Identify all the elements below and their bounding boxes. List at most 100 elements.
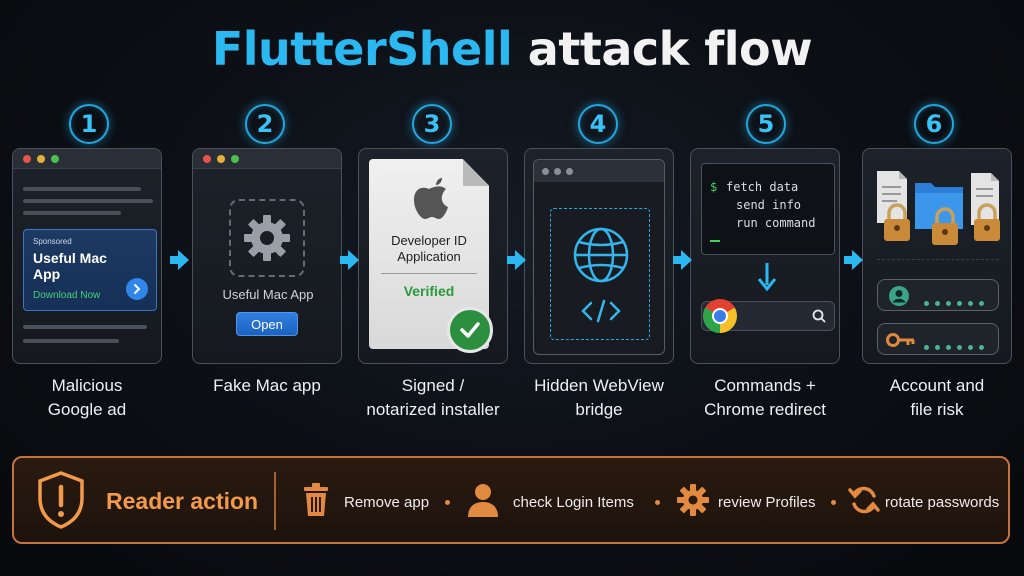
user-avatar-icon [889,286,909,306]
browser-titlebar [13,149,161,169]
caption-line: Google ad [47,400,127,419]
panel-divider [274,472,276,530]
gear-icon [244,215,290,261]
step-number-3: 3 [412,104,452,144]
step-card-risk [862,148,1012,364]
text-placeholder-line [23,187,141,191]
maximize-dot-icon [231,155,239,163]
webview-titlebar [534,160,664,182]
terminal-cursor [710,240,720,242]
hidden-bridge-frame [550,208,650,340]
flow-arrow-icon [507,250,526,270]
caption-line: Signed / [401,376,465,395]
caption-line: Hidden WebView [534,376,664,395]
developer-id-line1: Developer ID [391,233,467,248]
ad-sponsored-label: Sponsored [33,237,72,246]
reader-action-panel: Reader action Remove app check Login Ite… [12,456,1010,544]
title-rest: attack flow [527,22,813,76]
step-caption-5: Commands + Chrome redirect [680,374,850,422]
close-dot-icon [23,155,31,163]
key-icon [886,333,915,347]
code-icon [581,299,621,323]
title-accent: FlutterShell [211,22,513,76]
step-caption-4: Hidden WebView bridge [514,374,684,422]
caption-line: Commands + [714,376,816,395]
masked-password-dots [924,337,990,355]
step-card-fake-app: Useful Mac App Open [192,148,342,364]
caption-line: bridge [575,400,623,419]
caption-line: notarized installer [366,400,500,419]
divider [381,273,477,274]
arrow-down-icon [757,263,777,292]
caption-line: file risk [910,400,964,419]
chrome-logo-icon [703,299,737,333]
bullet-separator [655,500,660,505]
ad-download-link[interactable]: Download Now [33,290,101,301]
caption-line: Fake Mac app [213,376,321,395]
fake-app-label: Useful Mac App [222,287,314,302]
action-remove-app: Remove app [344,494,430,511]
page-title: FlutterShell attack flow [0,22,1024,76]
terminal-line-3: run command [736,216,816,230]
caption-line: Account and [889,376,985,395]
step-card-commands: $ fetch data send info run command [690,148,840,364]
trash-icon [304,483,328,516]
text-placeholder-line [23,339,119,343]
window-titlebar [193,149,341,169]
user-icon [468,484,498,517]
step-card-webview [524,148,674,364]
masked-password-dots [924,293,990,311]
maximize-dot-icon [51,155,59,163]
close-dot-icon [203,155,211,163]
rotate-arrows-icon [848,486,880,514]
terminal-window: $ fetch data send info run command [701,163,835,255]
flow-arrow-icon [170,250,189,270]
step-card-ad: Sponsored Useful Mac App Download Now [12,148,162,364]
step-number-4: 4 [578,104,618,144]
window-dot-icon [566,168,573,175]
minimize-dot-icon [217,155,225,163]
action-check-login-items: check Login Items [513,494,634,511]
text-placeholder-line [23,211,121,215]
open-button[interactable]: Open [236,312,298,336]
action-rotate-passwords: rotate passwords [885,494,1000,511]
ad-title: Useful Mac App [33,250,107,282]
text-placeholder-line [23,199,153,203]
window-dot-icon [542,168,549,175]
key-credential-row [877,323,999,355]
reader-action-label: Reader action [106,488,259,514]
globe-icon [573,227,629,283]
step-caption-1: Malicious Google ad [2,374,172,422]
checkmark-badge-icon [447,307,493,353]
step-caption-2: Fake Mac app [182,374,352,398]
window-dot-icon [554,168,561,175]
step-number-1: 1 [69,104,109,144]
minimize-dot-icon [37,155,45,163]
webview-window [533,159,665,355]
bullet-separator [445,500,450,505]
developer-id-line2: Application [397,249,461,264]
divider [877,259,999,260]
apple-logo-icon [414,178,448,219]
chevron-right-icon[interactable] [126,278,148,300]
warning-shield-icon [38,471,84,529]
sponsored-ad[interactable]: Sponsored Useful Mac App Download Now [23,229,157,311]
action-review-profiles: review Profiles [718,494,816,511]
terminal-line-1: fetch data [726,180,799,194]
flow-arrow-icon [844,250,863,270]
bullet-separator [831,500,836,505]
step-caption-3: Signed / notarized installer [348,374,518,422]
flow-arrow-icon [673,250,692,270]
verified-status: Verified [403,283,455,299]
step-card-installer: Developer ID Application Verified [358,148,508,364]
step-number-5: 5 [746,104,786,144]
search-icon [812,309,826,323]
step-number-6: 6 [914,104,954,144]
locked-files-icon [877,171,1000,245]
step-caption-6: Account and file risk [852,374,1022,422]
caption-line: Malicious [51,376,123,395]
app-icon-frame [229,199,305,277]
developer-id-label: Developer ID Application [369,233,489,265]
flow-arrow-icon [340,250,359,270]
terminal-prompt: $ [710,180,718,194]
